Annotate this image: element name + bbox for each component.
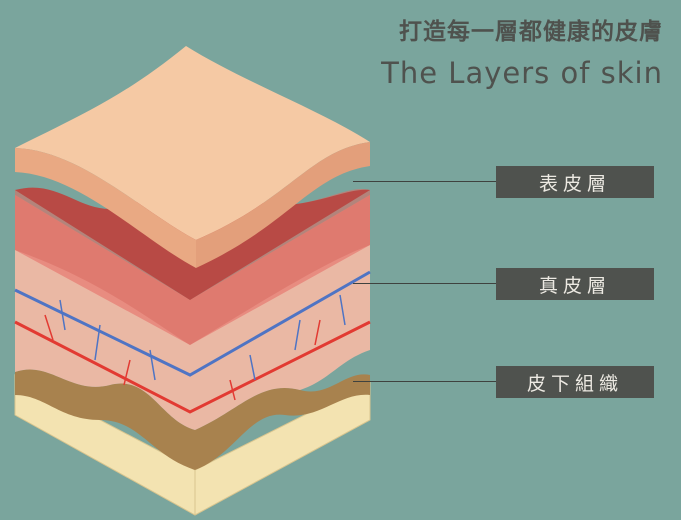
leader-line-hypodermis xyxy=(353,381,496,382)
label-hypodermis: 皮下組織 xyxy=(496,366,654,398)
title-english: The Layers of skin xyxy=(381,56,663,90)
label-dermis: 真皮層 xyxy=(496,268,654,300)
leader-line-dermis xyxy=(353,283,496,284)
hypodermis-layer xyxy=(14,369,371,516)
label-epidermis: 表皮層 xyxy=(496,166,654,198)
epidermis-layer xyxy=(15,46,370,268)
leader-line-epidermis xyxy=(353,181,496,182)
title-chinese: 打造每一層都健康的皮膚 xyxy=(399,19,663,45)
